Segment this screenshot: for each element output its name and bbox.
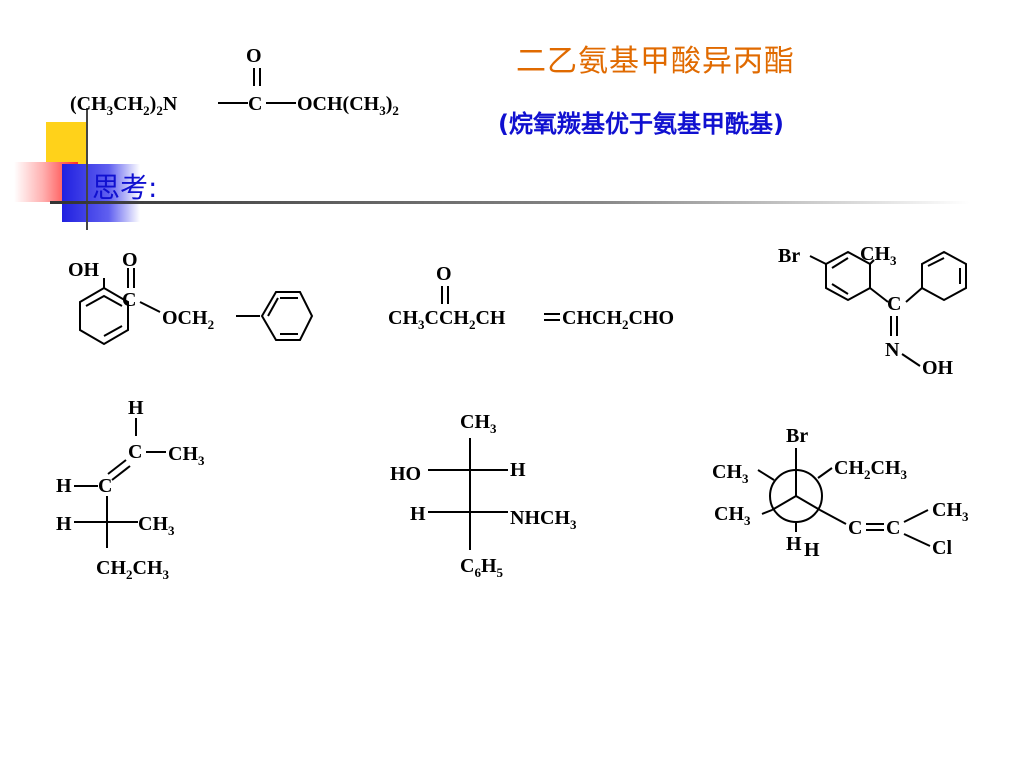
svg-text:CH3: CH3 xyxy=(168,443,205,468)
svg-text:H: H xyxy=(56,475,72,497)
svg-text:CH3: CH3 xyxy=(714,503,751,528)
header-divider xyxy=(50,201,970,204)
svg-text:C: C xyxy=(848,517,862,539)
svg-text:CH2CH3: CH2CH3 xyxy=(834,457,908,482)
svg-text:O: O xyxy=(122,249,138,271)
svg-text:OH: OH xyxy=(922,357,954,379)
svg-text:C: C xyxy=(886,517,900,539)
svg-text:CH3CCH2CH: CH3CCH2CH xyxy=(388,307,506,332)
svg-text:H: H xyxy=(510,459,526,481)
svg-text:(CH3CH2)2N: (CH3CH2)2N xyxy=(70,93,178,118)
svg-text:OCH2: OCH2 xyxy=(162,307,214,332)
svg-text:Cl: Cl xyxy=(932,537,952,559)
svg-text:O: O xyxy=(436,263,452,285)
deco-vertical-line xyxy=(86,108,88,230)
svg-text:CH2CH3: CH2CH3 xyxy=(96,557,170,582)
svg-text:H: H xyxy=(804,539,820,561)
page-title: 二乙氨基甲酸异丙酯 xyxy=(516,44,795,79)
page-subtitle: (烷氧羰基优于氨基甲酰基) xyxy=(498,110,784,138)
svg-text:CH3: CH3 xyxy=(860,243,897,268)
structure-fischer-projection: CH3 HO H H NHCH3 C6H5 xyxy=(390,411,577,580)
formula-carbamate: O (CH3CH2)2N C OCH(CH3)2 xyxy=(70,45,399,118)
svg-text:Br: Br xyxy=(786,425,808,447)
structure-newman-projection: Br CH3 CH2CH3 CH3 H H C C CH3 Cl xyxy=(712,425,969,561)
svg-text:C: C xyxy=(122,289,136,311)
svg-text:C: C xyxy=(98,475,112,497)
svg-text:H: H xyxy=(128,397,144,419)
svg-text:C: C xyxy=(128,441,142,463)
svg-text:Br: Br xyxy=(778,245,800,267)
svg-text:H: H xyxy=(410,503,426,525)
carbonyl-o: O xyxy=(246,45,262,67)
svg-text:C6H5: C6H5 xyxy=(460,555,504,580)
svg-text:OH: OH xyxy=(68,259,100,281)
svg-text:NHCH3: NHCH3 xyxy=(510,507,577,532)
svg-text:C: C xyxy=(248,93,262,115)
structure-oxime: Br CH3 C N OH xyxy=(778,243,967,379)
structure-ketoaldehyde: O CH3CCH2CH CHCH2CHO xyxy=(388,263,674,332)
structure-benzyl-salicylate: OH O C OCH2 xyxy=(68,249,314,346)
deco-blue-square xyxy=(62,164,140,222)
svg-text:N: N xyxy=(885,339,900,361)
svg-text:H: H xyxy=(786,533,802,555)
svg-text:HO: HO xyxy=(390,463,421,485)
svg-text:OCH(CH3)2: OCH(CH3)2 xyxy=(297,93,399,118)
think-label: 思考: xyxy=(92,171,158,204)
svg-text:CH3: CH3 xyxy=(712,461,749,486)
structure-alkene-chain: H C CH3 H C H CH3 CH2CH3 xyxy=(56,397,205,582)
svg-text:CH3: CH3 xyxy=(460,411,497,436)
svg-text:CH3: CH3 xyxy=(932,499,969,524)
svg-text:CHCH2CHO: CHCH2CHO xyxy=(562,307,674,332)
svg-text:CH3: CH3 xyxy=(138,513,175,538)
svg-text:C: C xyxy=(887,293,901,315)
deco-yellow-square xyxy=(46,122,88,168)
svg-text:H: H xyxy=(56,513,72,535)
